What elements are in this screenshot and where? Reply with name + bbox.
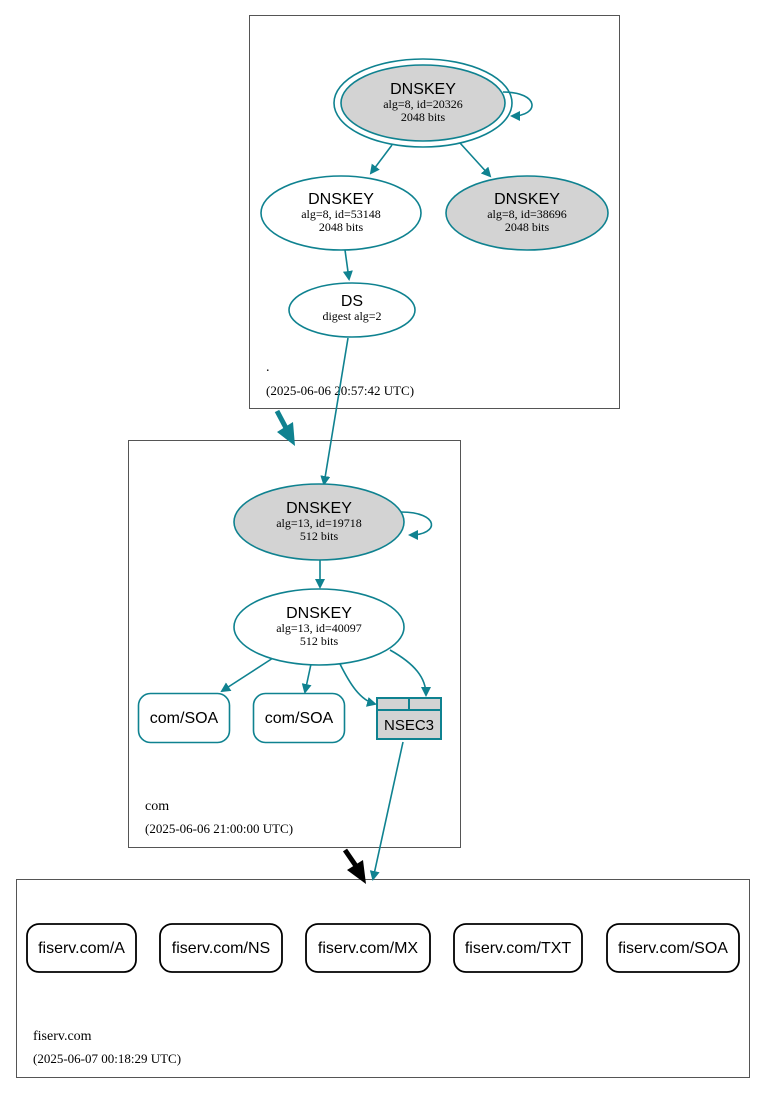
node-root-ksk-line2: 2048 bits [401,110,446,124]
node-com-soa-1[interactable]: com/SOA [137,692,231,744]
edge-ds-to-com-ksk [320,337,349,486]
zone-fiserv-timestamp: (2025-06-07 00:18:29 UTC) [33,1051,181,1066]
edge-root-ksk-to-zsk [369,144,393,175]
node-fiserv-txt-label: fiserv.com/TXT [465,940,572,957]
node-root-ds[interactable]: DS digest alg=2 [288,282,416,338]
edge-nsec3-to-fiserv [369,741,404,881]
node-fiserv-mx-label: fiserv.com/MX [318,940,418,957]
zone-com-name: com [145,799,169,814]
zone-root-box [249,15,620,409]
node-root-zsk-line2: 2048 bits [319,220,364,234]
node-fiserv-a-label: fiserv.com/A [38,940,125,957]
node-com-zsk[interactable]: DNSKEY alg=13, id=40097 512 bits [233,588,405,666]
edge-com-zsk-to-nsec3-a [339,663,377,707]
node-root-ds-line1: digest alg=2 [322,309,381,323]
edge-com-zsk-to-nsec3-b [389,649,431,697]
node-fiserv-ns-label: fiserv.com/NS [172,940,270,957]
node-root-zsk[interactable]: DNSKEY alg=8, id=53148 2048 bits [260,175,422,251]
node-com-ksk[interactable]: DNSKEY alg=13, id=19718 512 bits [233,483,405,561]
node-root-zsk-title: DNSKEY [308,191,374,208]
node-com-soa-1-label: com/SOA [150,710,219,727]
edge-root-ksk-to-key3 [459,142,492,178]
node-fiserv-txt[interactable]: fiserv.com/TXT [453,923,583,973]
zone-fiserv: fiserv.com (2025-06-07 00:18:29 UTC) [16,879,750,1078]
node-fiserv-soa[interactable]: fiserv.com/SOA [606,923,740,973]
node-com-zsk-line2: 512 bits [300,634,339,648]
node-fiserv-soa-label: fiserv.com/SOA [618,940,728,957]
node-root-key3[interactable]: DNSKEY alg=8, id=38696 2048 bits [445,175,609,251]
edge-com-zsk-to-soa1 [220,657,274,693]
zone-root-name: . [266,360,270,375]
node-com-zsk-title: DNSKEY [286,605,352,622]
node-com-ksk-title: DNSKEY [286,500,352,517]
node-root-zsk-line1: alg=8, id=53148 [301,207,381,221]
node-com-soa-2[interactable]: com/SOA [252,692,346,744]
zone-com-timestamp: (2025-06-06 21:00:00 UTC) [145,821,293,836]
node-root-ksk-title: DNSKEY [390,81,456,98]
node-root-key3-title: DNSKEY [494,191,560,208]
node-com-nsec3[interactable]: NSEC3 [376,697,442,740]
node-fiserv-ns[interactable]: fiserv.com/NS [159,923,283,973]
edges [220,91,533,881]
delegation-com-to-fiserv [342,848,366,884]
node-root-key3-line1: alg=8, id=38696 [487,207,567,221]
edge-com-zsk-to-soa2 [301,663,312,694]
node-com-zsk-line1: alg=13, id=40097 [276,621,362,635]
node-root-ksk[interactable]: DNSKEY alg=8, id=20326 2048 bits [333,58,513,148]
delegation-root-to-com [274,409,295,446]
node-com-ksk-line2: 512 bits [300,529,339,543]
zone-fiserv-box [16,879,750,1078]
node-root-ksk-line1: alg=8, id=20326 [383,97,463,111]
edge-root-zsk-to-ds [342,249,353,281]
node-com-nsec3-label: NSEC3 [384,717,434,734]
node-root-key3-line2: 2048 bits [505,220,550,234]
edge-root-ksk-self [502,91,533,121]
node-fiserv-mx[interactable]: fiserv.com/MX [305,923,431,973]
edge-com-ksk-self [400,511,433,540]
zone-fiserv-name: fiserv.com [33,1029,92,1044]
node-root-ds-title: DS [341,293,363,310]
node-com-ksk-line1: alg=13, id=19718 [276,516,362,530]
node-fiserv-a[interactable]: fiserv.com/A [26,923,137,973]
node-com-soa-2-label: com/SOA [265,710,334,727]
